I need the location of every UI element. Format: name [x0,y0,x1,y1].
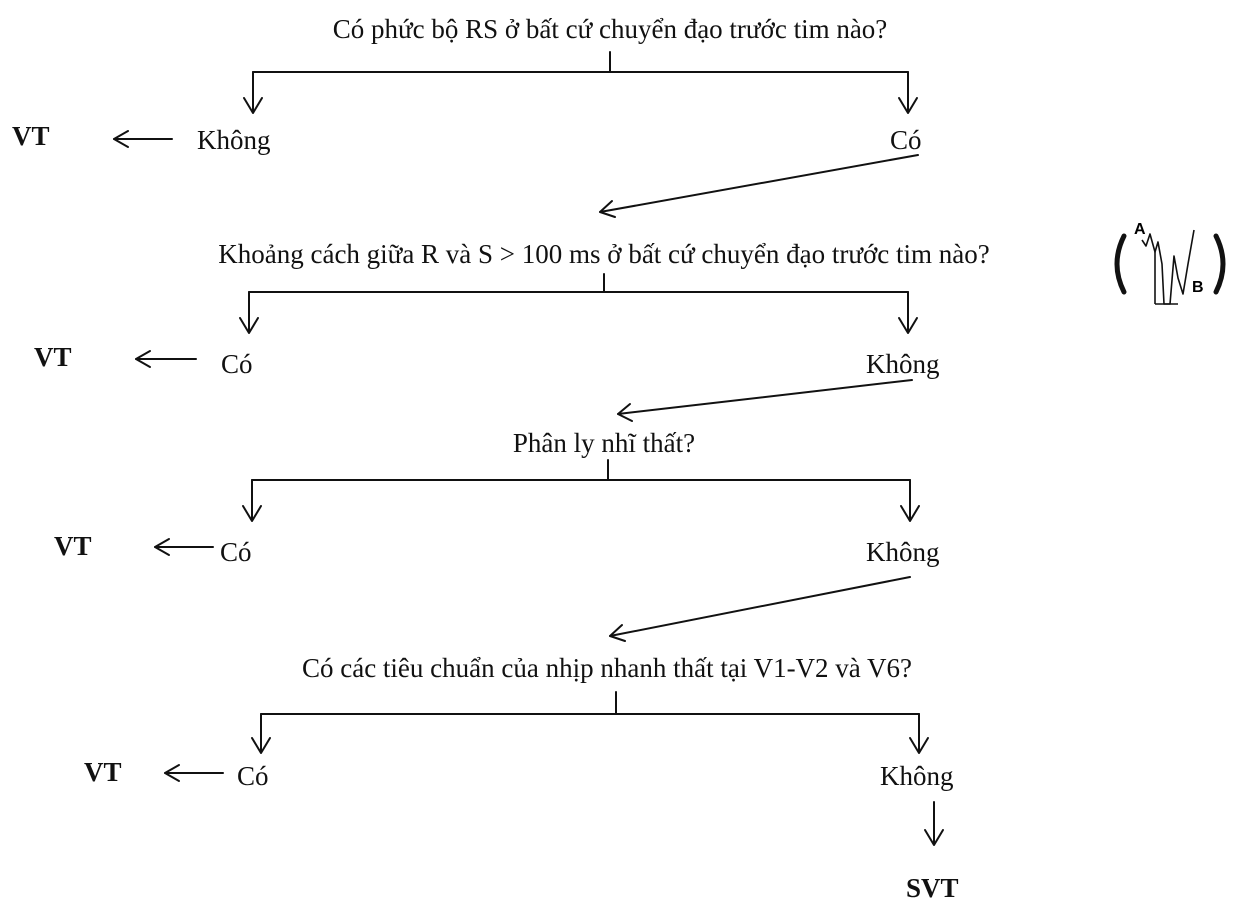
question-1: Có phức bộ RS ở bất cứ chuyển đạo trước … [332,14,888,44]
next-arrowhead-3 [609,624,626,642]
next-arrowhead-1 [599,200,616,218]
branch-2-left-label: Có [221,349,253,379]
branch-3-right-label: Không [866,537,940,567]
next-arrowhead-2 [617,403,633,422]
waveform-label-a: A [1134,221,1146,238]
result-4: VT [84,757,122,787]
arrowhead-left-3 [242,505,262,522]
result-arrowhead-1 [113,130,129,148]
next-arrow-3 [609,576,911,637]
next-arrow-1 [599,154,919,213]
waveform-graphic: A B [1114,221,1226,305]
branch-3-left-label: Có [220,537,252,567]
next-arrow-2 [617,379,913,415]
arrowhead-left-1 [243,97,263,114]
arrowhead-right-3 [900,505,920,522]
waveform-label-b: B [1192,279,1204,296]
arrowhead-right-1 [898,97,918,114]
result-2: VT [34,342,72,372]
rs-interval-waveform: A B [1108,212,1232,316]
left-paren [1114,233,1127,295]
result-3: VT [54,531,92,561]
branch-4-left-label: Có [237,761,269,791]
result-1: VT [12,121,50,151]
branch-4-right-label: Không [880,761,954,791]
branch-1-right-label: Có [890,125,922,155]
arrowhead-left-4 [251,737,271,754]
question-2: Khoảng cách giữa R và S > 100 ms ở bất c… [218,239,990,269]
branch-2-right-label: Không [866,349,940,379]
qrs-trace [1141,229,1195,305]
result-arrowhead-2 [135,350,151,368]
question-3: Phân ly nhĩ thất? [512,428,696,458]
result-arrowhead-3 [154,538,170,556]
arrowhead-left-2 [239,317,259,334]
arrowhead-right-2 [898,317,918,334]
result-arrowhead-4 [164,764,180,782]
final-arrowhead [924,829,944,846]
question-4: Có các tiêu chuẩn của nhịp nhanh thất tạ… [301,653,913,683]
right-paren [1213,233,1226,295]
arrowhead-right-4 [909,737,929,754]
final-result: SVT [906,873,959,903]
branch-1-left-label: Không [197,125,271,155]
